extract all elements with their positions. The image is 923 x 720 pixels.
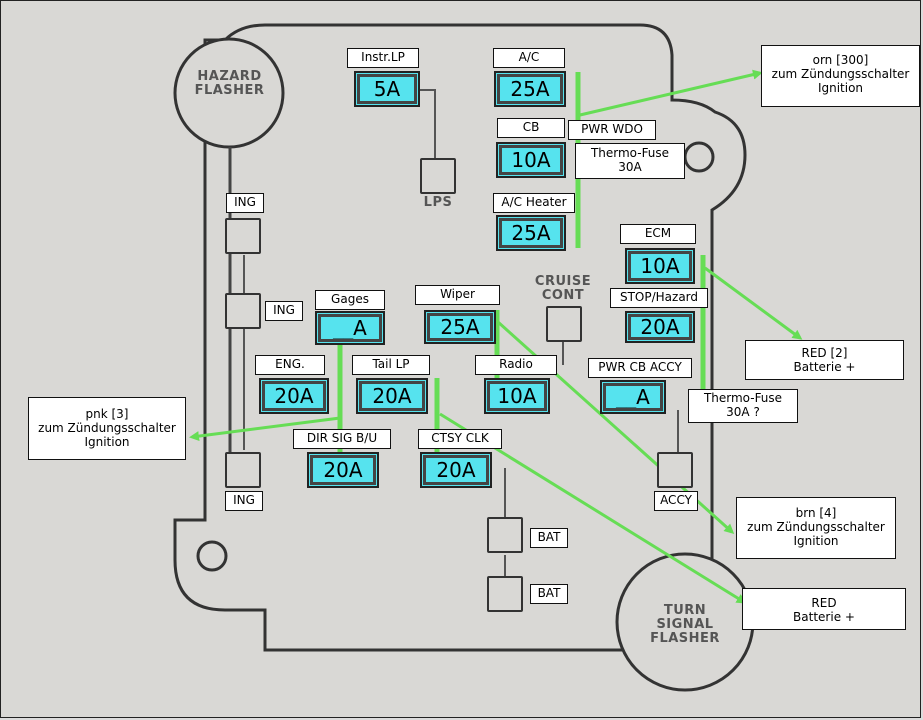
fuse-stop-hazard: 20A — [625, 311, 695, 343]
note-red2-battery: RED [2]Batterie + — [745, 340, 904, 380]
label-stop-hazard: STOP/Hazard — [610, 288, 708, 308]
label-bat-2: BAT — [530, 584, 568, 604]
bat-socket-2 — [487, 576, 523, 612]
label-wiper: Wiper — [415, 285, 500, 305]
lead-line — [420, 89, 436, 160]
fuse-instr-lp: 5A — [354, 71, 420, 107]
label-eng: ENG. — [255, 355, 325, 375]
fuse-pwr-cb-accy: __A — [600, 380, 666, 414]
mounting-hole — [196, 540, 228, 572]
fuse-wiper: 25A — [424, 310, 496, 344]
mounting-hole — [683, 141, 715, 173]
label-ac-heater: A/C Heater — [493, 193, 575, 213]
label-pwr-wdo: PWR WDO — [568, 120, 656, 140]
accy-socket — [657, 452, 693, 488]
label-ecm: ECM — [620, 224, 696, 244]
lps-text: LPS — [423, 195, 453, 210]
label-ing-1: ING — [226, 193, 264, 213]
fuse-gages: __A — [315, 311, 385, 345]
ing-socket-3 — [225, 452, 261, 488]
label-accy: ACCY — [654, 491, 698, 511]
label-instr-lp: Instr.LP — [347, 48, 419, 68]
arrow-orn — [579, 69, 763, 117]
label-radio: Radio — [475, 355, 557, 375]
ing-socket-1 — [225, 218, 261, 254]
fuse-cb: 10A — [496, 142, 566, 178]
label-dir-sig: DIR SIG B/U — [293, 429, 391, 449]
label-ing-2: ING — [265, 301, 303, 321]
label-ctsy-clk: CTSY CLK — [418, 429, 502, 449]
label-gages: Gages — [315, 290, 385, 310]
fuse-radio: 10A — [484, 378, 550, 414]
bat-socket-1 — [487, 517, 523, 553]
fuse-ac: 25A — [494, 71, 566, 107]
arrow-pnk — [189, 416, 341, 442]
fuse-ac-heater: 25A — [496, 215, 566, 251]
label-bat-1: BAT — [530, 528, 568, 548]
fuse-dir-sig: 20A — [307, 452, 379, 488]
label-cb: CB — [497, 118, 565, 138]
fuse-eng: 20A — [259, 378, 329, 414]
arrow-red2 — [704, 266, 803, 340]
fuse-ecm: 10A — [625, 248, 695, 284]
lps-socket — [420, 158, 456, 194]
label-ing-3: ING — [225, 491, 263, 511]
label-tail-lp: Tail LP — [352, 355, 430, 375]
label-pwr-cb-accy: PWR CB ACCY — [588, 358, 692, 378]
label-ac: A/C — [493, 48, 565, 68]
cruise-socket — [546, 306, 582, 342]
ing-socket-2 — [225, 293, 261, 329]
fuse-tail-lp: 20A — [356, 378, 428, 414]
fuse-ctsy-clk: 20A — [420, 452, 492, 488]
